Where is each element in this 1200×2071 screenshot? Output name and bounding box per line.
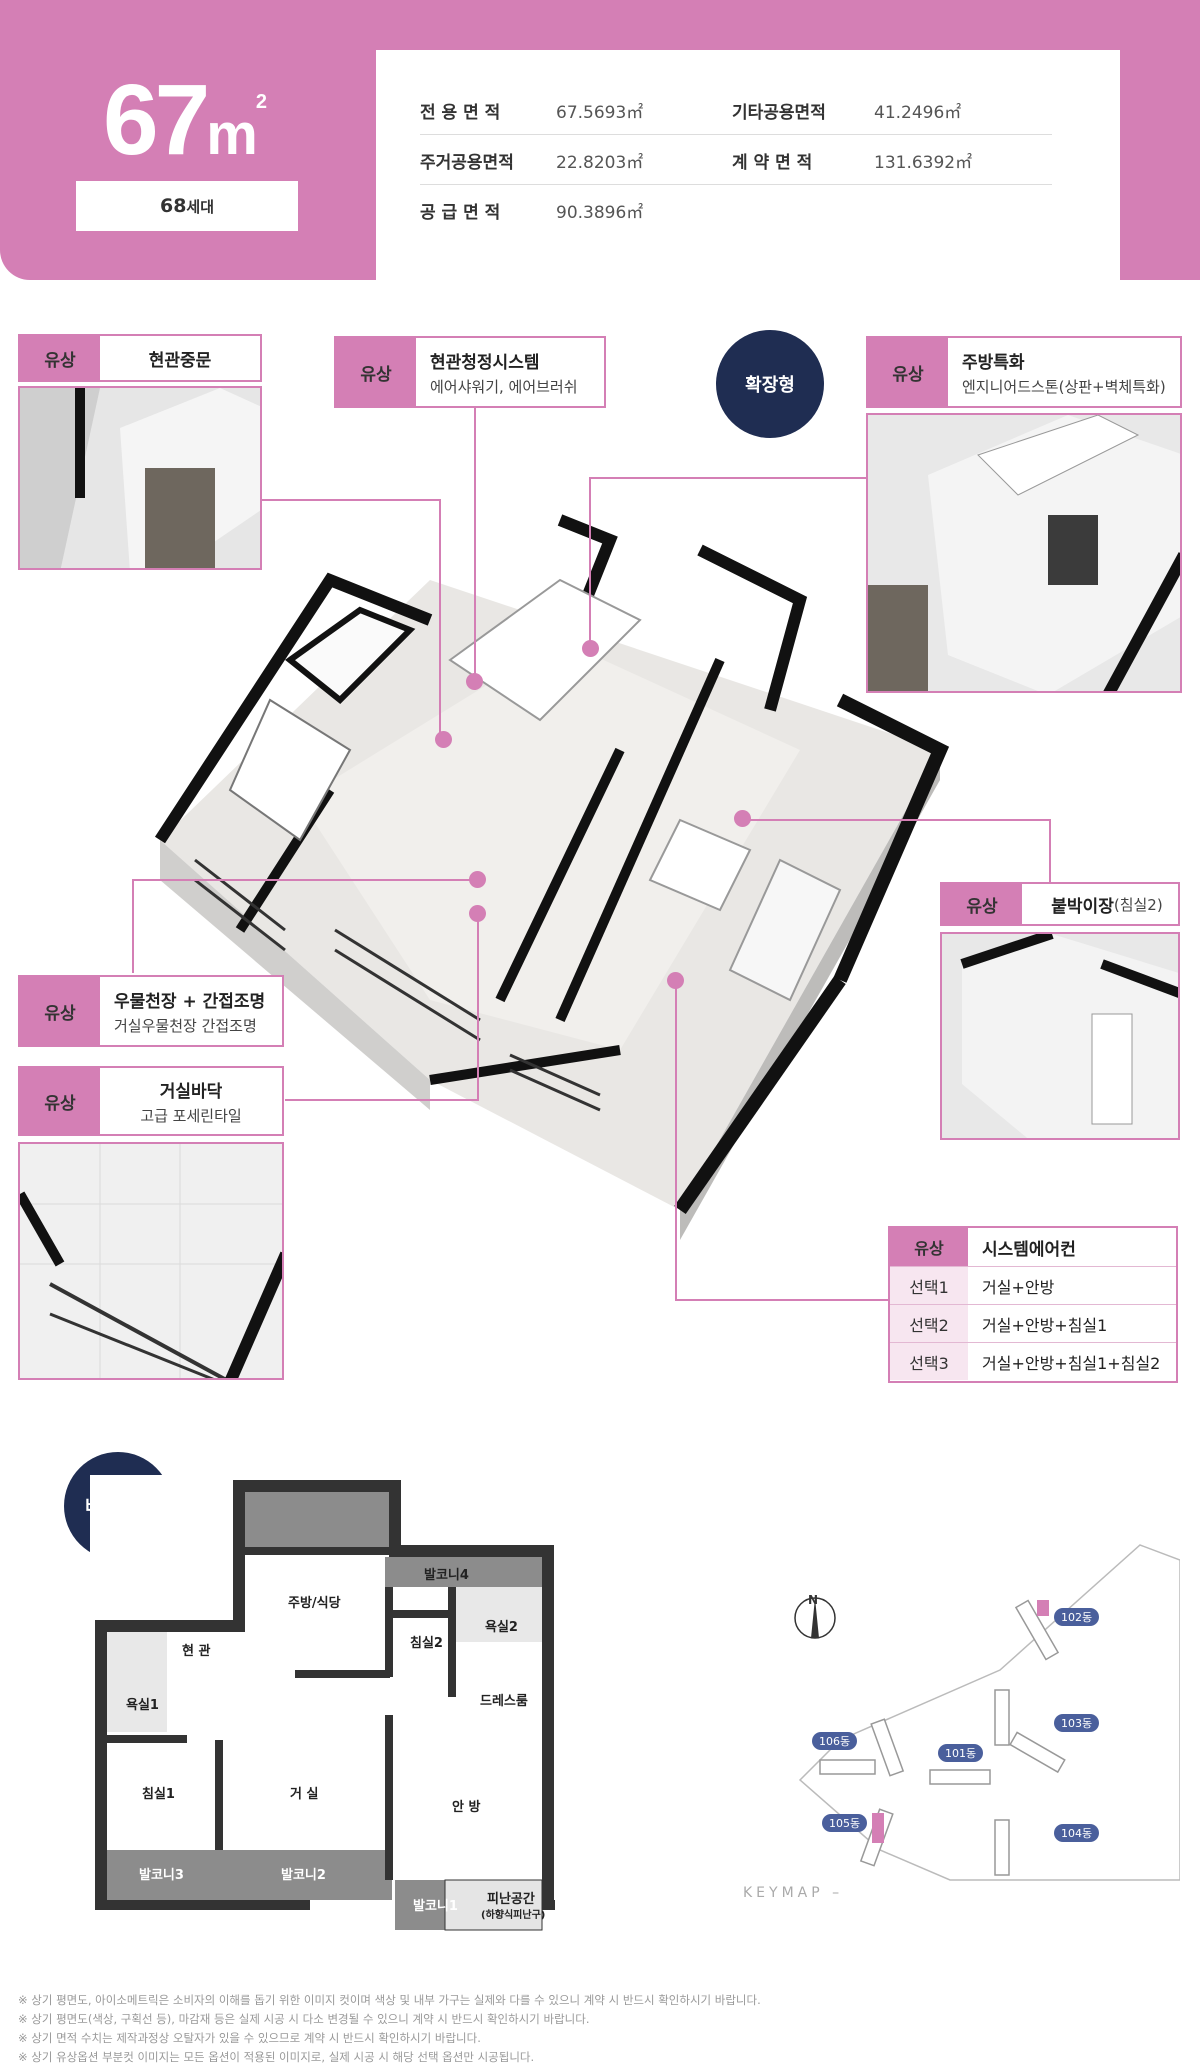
room-bath2: 욕실2: [485, 1620, 518, 1635]
building-101: 101동: [938, 1744, 984, 1762]
hotspot-dot[interactable]: [469, 871, 486, 888]
unit-size: 67m2: [103, 64, 267, 176]
room-bed2: 침실2: [410, 1636, 443, 1651]
room-master: 안 방: [452, 1800, 481, 1815]
room-bath1: 욕실1: [126, 1698, 159, 1713]
room-living: 거 실: [290, 1787, 319, 1802]
expanded-type-badge: 확장형: [716, 330, 824, 438]
north-indicator: N: [808, 1593, 819, 1607]
photo-entrance-door: [18, 386, 262, 570]
room-dress: 드레스룸: [480, 1694, 528, 1709]
room-balcony3: 발코니3: [139, 1868, 184, 1883]
hotspot-dot[interactable]: [469, 905, 486, 922]
option-entrance-door: 유상 현관중문: [18, 334, 262, 382]
hotspot-dot[interactable]: [435, 731, 452, 748]
area-table: [376, 50, 1120, 280]
photo-closet: [940, 932, 1180, 1140]
room-bed1: 침실1: [142, 1787, 175, 1802]
room-entrance: 현 관: [182, 1644, 211, 1659]
note-line: ※ 상기 평면도, 아이소메트릭은 소비자의 이해를 돕기 위한 이미지 컷이며…: [18, 1993, 761, 2007]
note-line: ※ 상기 유상옵션 부분컷 이미지는 모든 옵션이 적용된 이미지로, 실제 시…: [18, 2050, 535, 2064]
building-103: 103동: [1054, 1714, 1100, 1732]
isometric-floorplan: [154, 514, 950, 1240]
room-balcony1: 발코니1: [413, 1899, 458, 1914]
room-refuge: 피난공간: [487, 1892, 535, 1907]
note-line: ※ 상기 평면도(색상, 구획선 등), 마감재 등은 실제 시공 시 다소 변…: [18, 2012, 590, 2026]
hotspot-dot[interactable]: [734, 810, 751, 827]
hotspot-dot[interactable]: [466, 673, 483, 690]
photo-floor: [18, 1142, 284, 1380]
building-105: 105동: [822, 1814, 868, 1832]
room-balcony2: 발코니2: [281, 1868, 326, 1883]
room-balcony4: 발코니4: [424, 1568, 469, 1583]
note-line: ※ 상기 면적 수치는 제작과정상 오탈자가 있을 수 있으므로 계약 시 반드…: [18, 2031, 481, 2045]
connector-lines: [132, 405, 1051, 1301]
room-refuge-sub: (하향식피난구): [481, 1910, 546, 1921]
building-104: 104동: [1054, 1824, 1100, 1842]
option-closet: 유상 붙박이장(침실2): [940, 882, 1180, 926]
building-102: 102동: [1054, 1608, 1100, 1626]
hotspot-dot[interactable]: [582, 640, 599, 657]
photo-kitchen: [866, 413, 1182, 693]
keymap-map: [794, 1544, 1180, 1881]
hotspot-dot[interactable]: [667, 972, 684, 989]
keymap-label: KEYMAP –: [743, 1885, 844, 1901]
room-kitchen: 주방/식당: [288, 1596, 341, 1611]
floorplan-2d: [90, 1475, 560, 1935]
disclaimer-notes: ※ 상기 평면도, 아이소메트릭은 소비자의 이해를 돕기 위한 이미지 컷이며…: [18, 1991, 1178, 2067]
building-106: 106동: [812, 1732, 858, 1750]
